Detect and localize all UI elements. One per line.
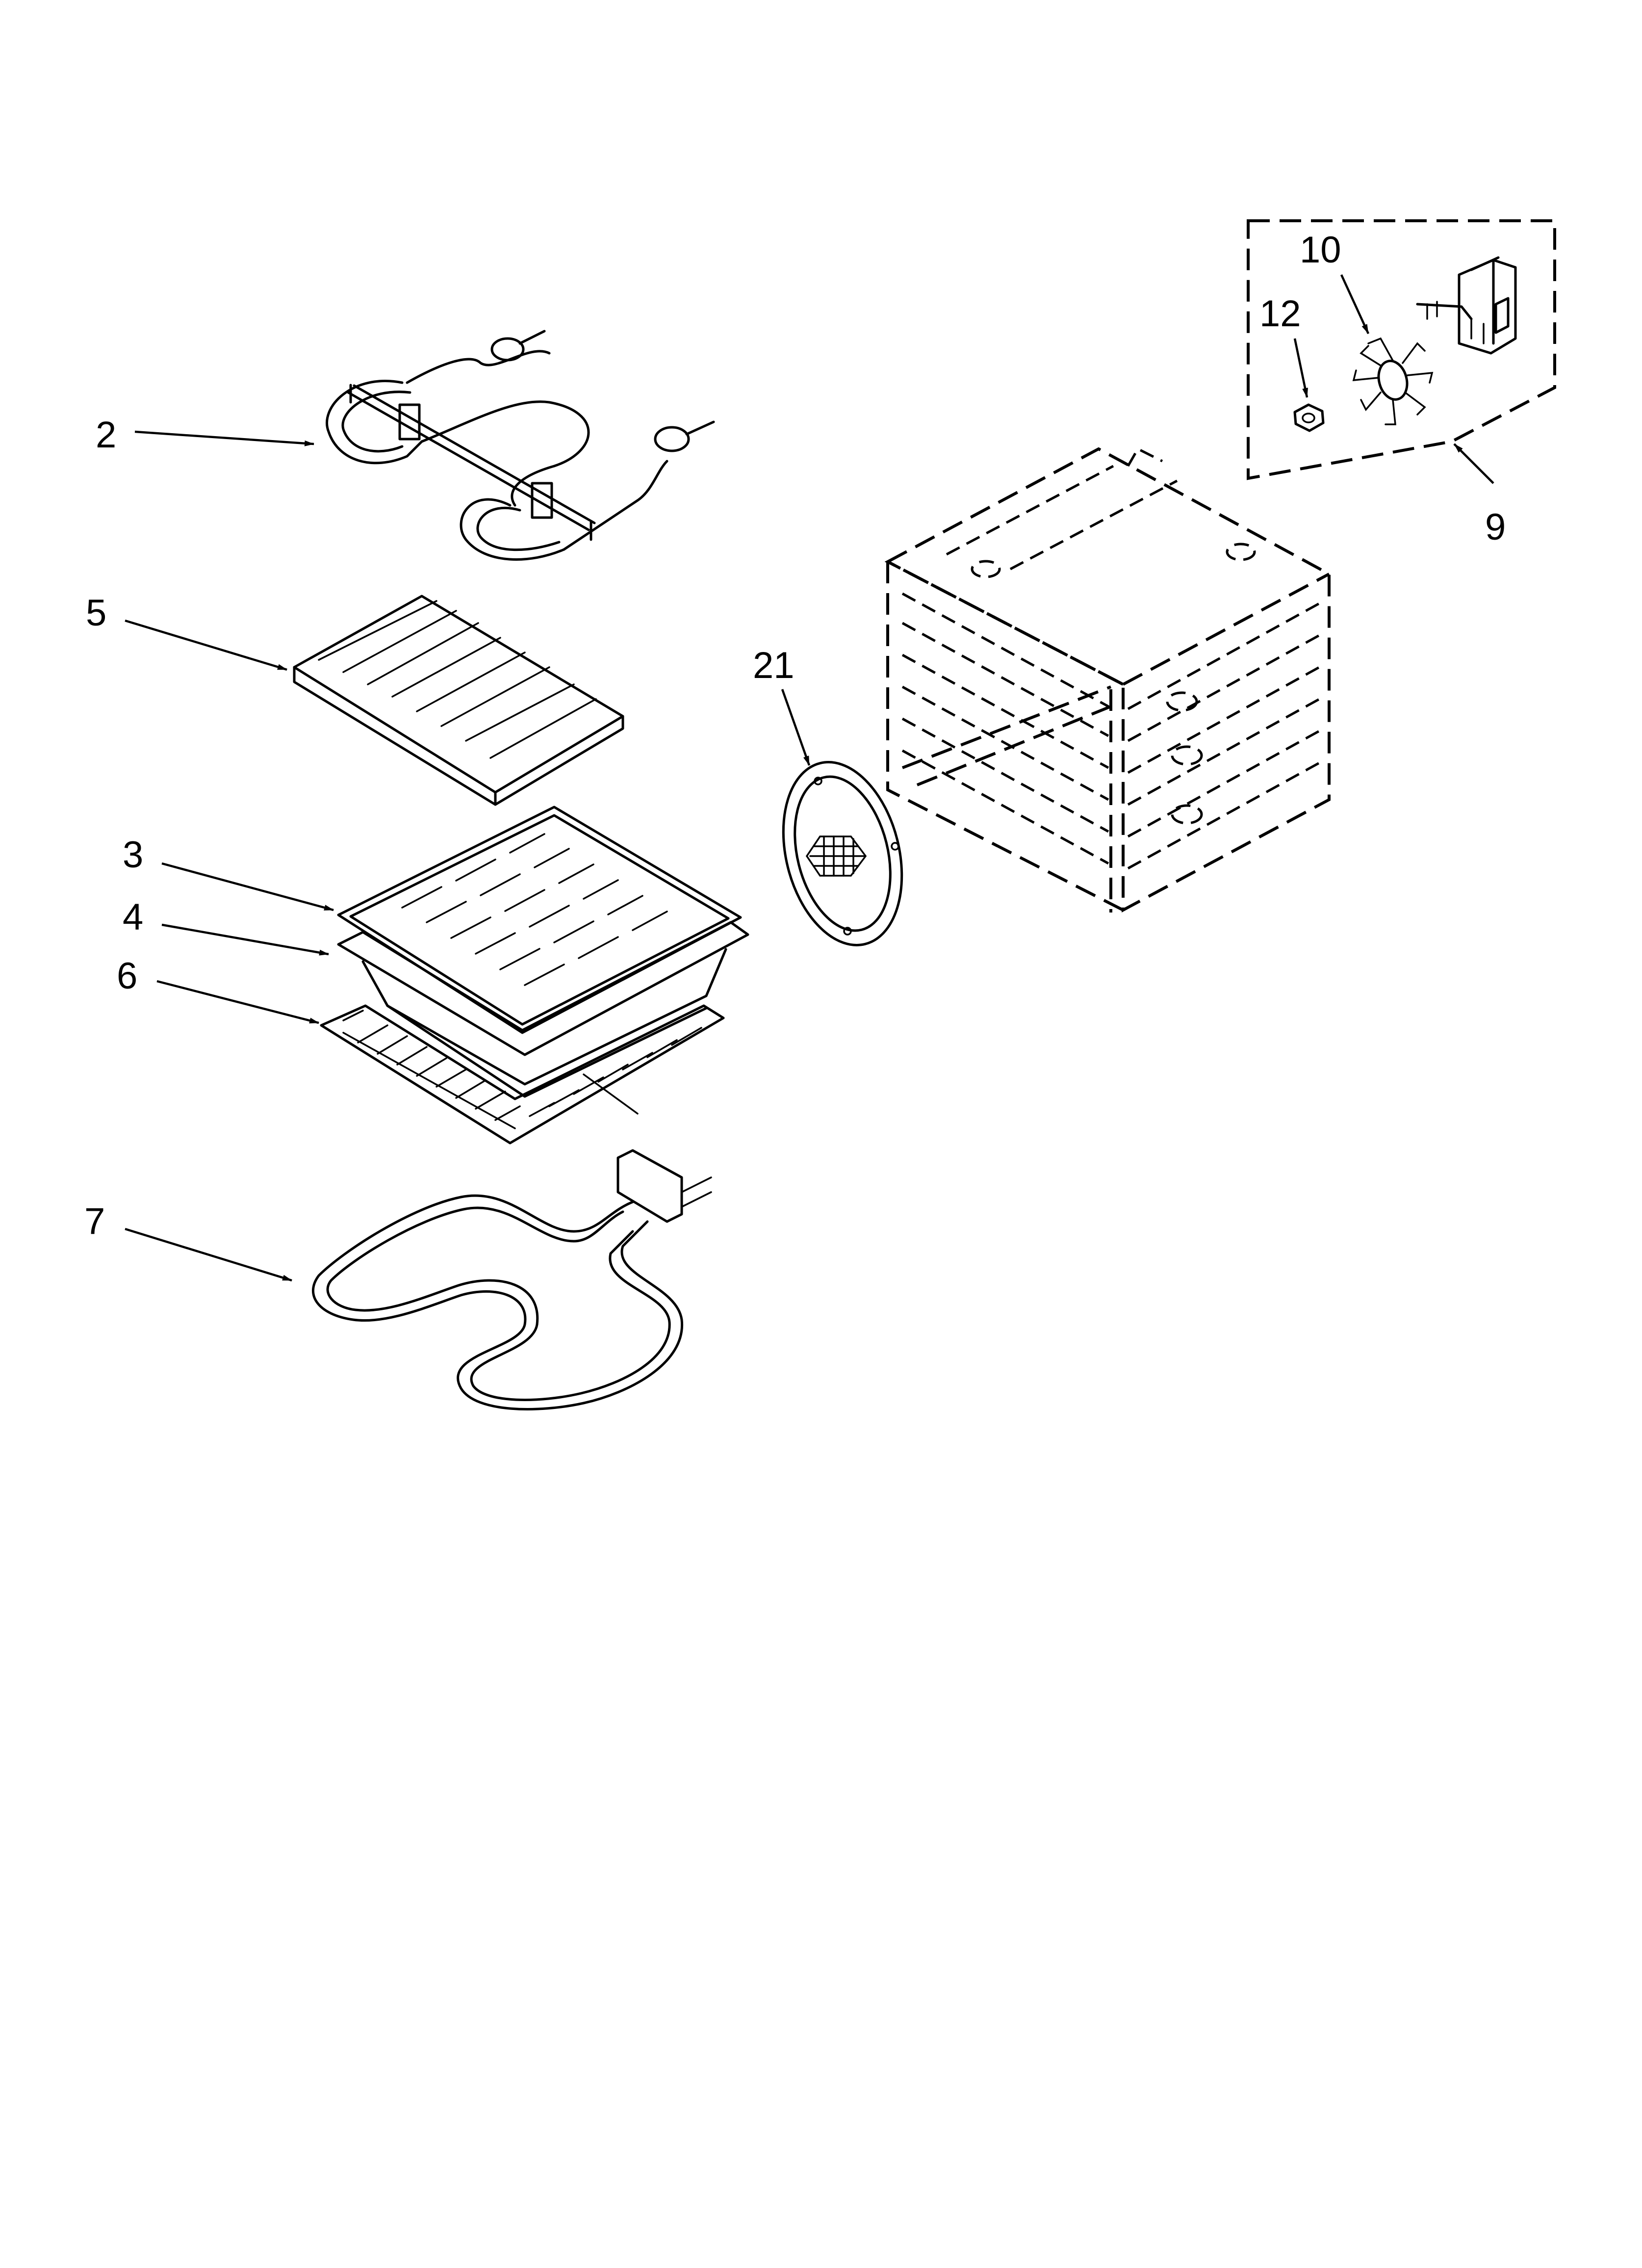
- broiler-pan-icon: [337, 921, 749, 1098]
- callout-10: 10: [1300, 229, 1341, 271]
- leader-line-21: [781, 689, 811, 766]
- callout-12: 12: [1259, 293, 1301, 335]
- broiler-grid-icon: [293, 595, 624, 806]
- callout-2: 2: [96, 414, 116, 456]
- leader-line-4: [161, 923, 329, 956]
- callout-5: 5: [86, 592, 106, 634]
- callout-21: 21: [753, 645, 795, 686]
- fan-cover-plate-icon: [782, 761, 903, 946]
- leader-line-6: [156, 980, 319, 1024]
- leader-line-5: [125, 619, 287, 671]
- callout-7: 7: [84, 1200, 105, 1242]
- broiler-pan-insert-icon: [337, 806, 742, 1034]
- leader-line-10: [1340, 274, 1370, 334]
- leader-line-2: [134, 430, 314, 446]
- callout-4: 4: [123, 896, 143, 938]
- oven-rack-icon: [320, 1004, 725, 1145]
- fan-blade-icon: [1352, 337, 1434, 425]
- leader-line-3: [161, 862, 334, 912]
- leader-line-9: [1453, 443, 1494, 484]
- leader-line-12: [1293, 338, 1308, 398]
- leader-line-7: [125, 1227, 292, 1282]
- broil-element-icon: [326, 330, 715, 561]
- callout-3: 3: [123, 834, 143, 876]
- oven-cavity-outline-icon: [884, 447, 1331, 913]
- hex-nut-icon: [1293, 403, 1325, 432]
- convection-fan-motor-kit-icon: [1247, 219, 1556, 480]
- callout-6: 6: [117, 955, 137, 997]
- bake-element-icon: [312, 1149, 712, 1410]
- callout-9: 9: [1485, 506, 1506, 548]
